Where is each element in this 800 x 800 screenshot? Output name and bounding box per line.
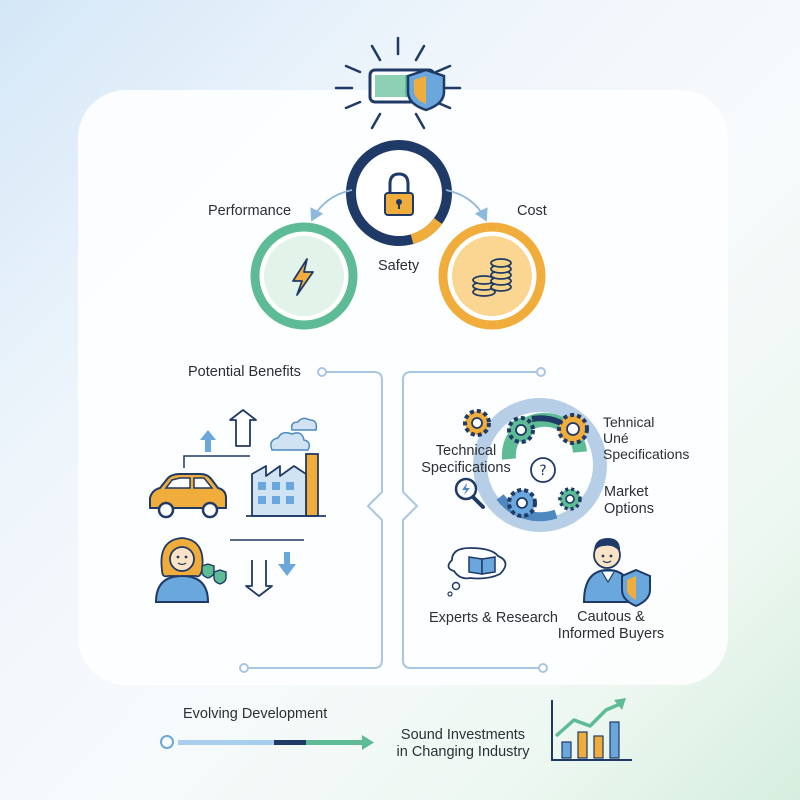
right-bracket	[402, 367, 548, 673]
lock-icon	[384, 172, 414, 216]
left-bracket	[239, 367, 383, 673]
cautious-buyers-label: Cautous & Informed Buyers	[557, 609, 665, 642]
book-thought-icon	[447, 547, 507, 597]
cloud-icon-small	[290, 417, 318, 431]
gear-icon-3	[557, 413, 589, 445]
safety-label: Safety	[378, 258, 420, 274]
gear-icon-1	[463, 409, 491, 437]
woman-avatar-icon	[154, 537, 210, 603]
magnifier-lightning-icon	[454, 477, 485, 509]
gear-icon-5	[558, 487, 582, 511]
performance-label: Performance	[208, 203, 292, 219]
progress-timeline	[160, 735, 374, 750]
car-icon	[149, 473, 227, 519]
experts-research-label: Experts & Research	[429, 610, 558, 626]
connector-line	[183, 455, 250, 468]
decline-arrows-icon	[245, 552, 296, 597]
lightning-icon	[292, 258, 314, 296]
growth-chart-icon	[551, 698, 632, 761]
cloud-icon	[270, 431, 311, 451]
sound-investments-label: Sound Investments in Changing Industry	[396, 727, 530, 760]
gear-icon-4	[507, 488, 537, 518]
growth-arrows-icon	[200, 409, 257, 452]
cost-label: Cost	[517, 203, 547, 219]
svg-text:?: ?	[539, 463, 546, 479]
gear-icon-2	[507, 416, 535, 444]
arrow-safety-to-cost	[445, 189, 488, 222]
battery-shield-icon	[334, 36, 462, 130]
potential-benefits-title: Potential Benefits	[188, 364, 301, 380]
coins-icon	[472, 258, 512, 297]
evolving-development-label: Evolving Development	[183, 706, 328, 722]
arrow-safety-to-performance	[310, 189, 353, 222]
man-shield-avatar-icon	[582, 538, 651, 608]
factory-icon	[246, 453, 326, 517]
tech-spec-left-label: Technical Specifications	[421, 443, 511, 476]
mini-shields-icon	[201, 563, 227, 585]
tech-spec-right-label: Tehnical Uné Specifications	[603, 414, 690, 462]
market-options-label: Market Options	[604, 484, 654, 517]
